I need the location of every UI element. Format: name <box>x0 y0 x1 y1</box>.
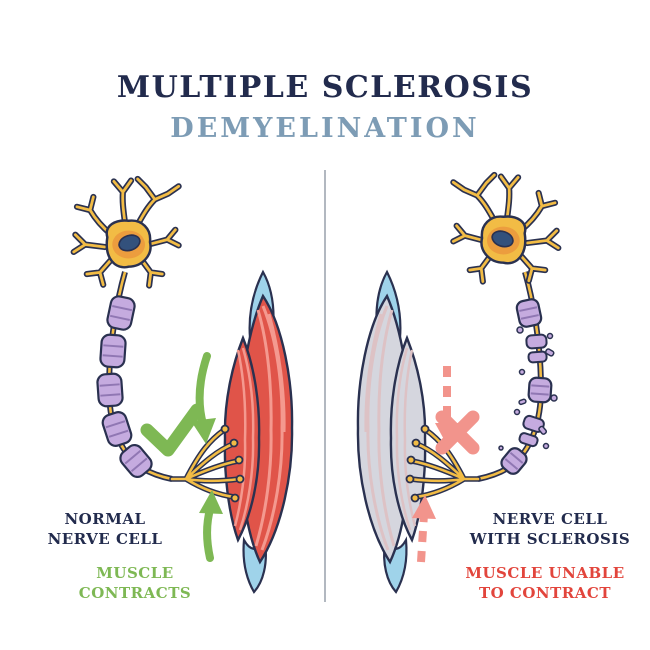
left-muscle <box>223 270 294 594</box>
right-axon-terminals <box>405 424 481 503</box>
label-line: MUSCLE UNABLE <box>465 564 625 582</box>
right-myelin-chain-damaged <box>477 271 558 482</box>
pink-dashed-arrow-up-icon <box>412 495 436 563</box>
left-myelin-chain <box>96 271 173 482</box>
left-axon-terminals <box>169 424 245 503</box>
right-muscle <box>356 270 427 594</box>
label-line: WITH SCLEROSIS <box>469 529 631 548</box>
checkmark-icon <box>140 403 204 457</box>
label-muscle-unable-to-contract: MUSCLE UNABLE TO CONTRACT <box>452 564 638 604</box>
label-line: NERVE CELL <box>47 529 163 548</box>
page-title: MULTIPLE SCLEROSIS <box>116 70 534 105</box>
label-line: CONTRACTS <box>78 583 192 602</box>
label-line: NERVE CELL <box>492 510 608 528</box>
pink-dashed-arrow-down-icon <box>435 366 459 445</box>
left-neuron <box>74 179 179 286</box>
label-normal-nerve-cell: NORMAL NERVE CELL <box>25 510 185 550</box>
page-subtitle: DEMYELINATION <box>170 113 480 144</box>
label-line: TO CONTRACT <box>478 583 612 602</box>
label-line: NORMAL <box>64 510 146 528</box>
green-arrow-up-icon <box>199 490 223 562</box>
label-muscle-contracts: MUSCLE CONTRACTS <box>55 564 215 604</box>
myelin-debris <box>498 326 558 451</box>
label-line: MUSCLE <box>96 564 174 582</box>
label-nerve-cell-with-sclerosis: NERVE CELL WITH SCLEROSIS <box>465 510 635 550</box>
green-arrow-down-icon <box>191 352 216 444</box>
right-neuron <box>453 175 558 282</box>
